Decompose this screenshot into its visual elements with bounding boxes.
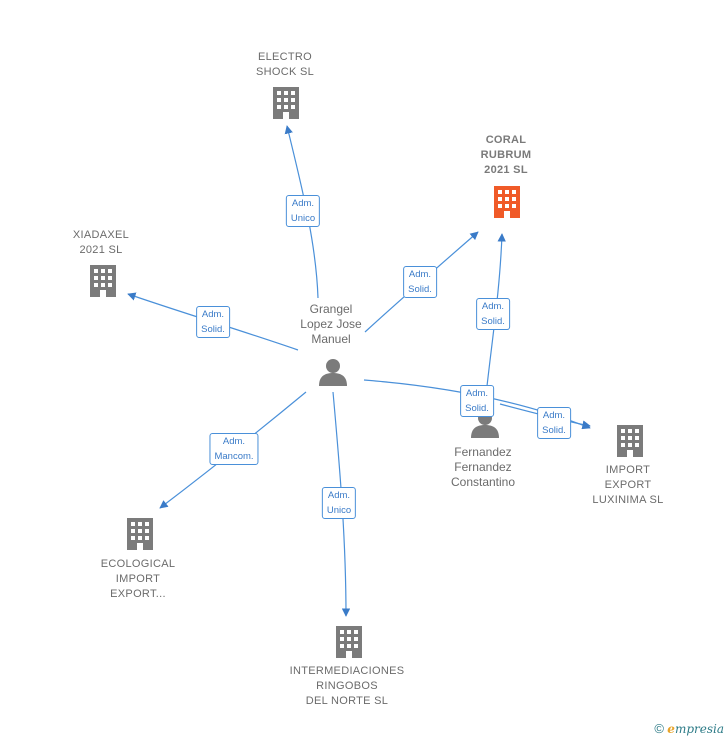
edge-label-electro[interactable]: Adm. Unico bbox=[285, 195, 321, 227]
edge-label-ecological[interactable]: Adm. Mancom. bbox=[209, 433, 259, 465]
brand-logo-text: mpresia bbox=[674, 722, 724, 736]
edge-label-coral-fernandez[interactable]: Adm. Solid. bbox=[476, 298, 510, 330]
label-ecological[interactable]: ECOLOGICAL IMPORT EXPORT... bbox=[100, 558, 176, 600]
label-xiadaxel[interactable]: XIADAXEL 2021 SL bbox=[72, 229, 130, 256]
edge-label-import-grangel[interactable]: Adm. Solid. bbox=[460, 385, 494, 417]
edge-label-intermediaciones[interactable]: Adm. Unico bbox=[321, 487, 357, 519]
label-import-export[interactable]: IMPORT EXPORT LUXINIMA SL bbox=[592, 464, 664, 506]
footer-brand[interactable]: © empresia bbox=[654, 721, 724, 736]
brand-logo-e: e bbox=[667, 722, 675, 736]
building-icon-coral-rubrum[interactable] bbox=[494, 186, 520, 218]
edge-label-coral-grangel[interactable]: Adm. Solid. bbox=[403, 266, 437, 298]
building-icon-ecological[interactable] bbox=[127, 518, 153, 550]
label-intermediaciones[interactable]: INTERMEDIACIONES RINGOBOS DEL NORTE SL bbox=[289, 665, 405, 707]
building-icon-intermediaciones[interactable] bbox=[336, 626, 362, 658]
person-icon-grangel[interactable] bbox=[319, 359, 347, 386]
copyright-icon: © bbox=[654, 721, 664, 736]
building-icon-xiadaxel[interactable] bbox=[90, 265, 116, 297]
building-icon-electro-shock[interactable] bbox=[273, 87, 299, 119]
label-grangel[interactable]: Grangel Lopez Jose Manuel bbox=[300, 302, 362, 346]
label-fernandez[interactable]: Fernandez Fernandez Constantino bbox=[450, 445, 516, 489]
label-electro-shock[interactable]: ELECTRO SHOCK SL bbox=[255, 51, 315, 78]
edge-label-xiadaxel[interactable]: Adm. Solid. bbox=[196, 306, 230, 338]
label-coral-rubrum[interactable]: CORAL RUBRUM 2021 SL bbox=[480, 134, 532, 176]
building-icon-import-export[interactable] bbox=[617, 425, 643, 457]
edge-label-import-fernandez[interactable]: Adm. Solid. bbox=[537, 407, 571, 439]
